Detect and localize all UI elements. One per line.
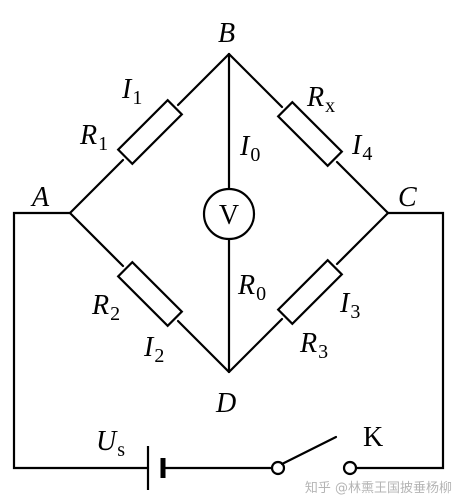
voltmeter-label: V — [219, 200, 239, 231]
node-label-c: C — [398, 182, 417, 213]
label-us: Us — [96, 426, 125, 461]
resistor-r3 — [276, 258, 344, 326]
switch-label-k: K — [363, 422, 383, 453]
label-r2: R2 — [91, 290, 120, 325]
wire-switch-right-loop — [354, 211, 445, 470]
label-i3: I3 — [339, 288, 360, 323]
label-r0: R0 — [237, 270, 266, 305]
wire-r3-d — [227, 317, 284, 374]
label-i4: I4 — [351, 130, 372, 165]
label-i1: I1 — [121, 74, 142, 109]
wire-a-left-loop — [12, 211, 150, 470]
label-i2: I2 — [143, 332, 164, 367]
resistor-r2 — [116, 260, 184, 328]
wire-r1-b — [176, 52, 231, 107]
wire-rx-c — [335, 160, 390, 215]
label-r3: R3 — [299, 328, 328, 363]
node-label-a: A — [30, 182, 50, 213]
node-label-b: B — [218, 18, 235, 49]
wire-c-r3 — [335, 211, 390, 266]
voltmeter-circle — [202, 187, 256, 241]
wire-b-rx — [227, 52, 284, 109]
label-rx: Rx — [306, 82, 335, 117]
label-i0: I0 — [239, 131, 260, 166]
node-label-d: D — [215, 388, 236, 419]
watermark: 知乎 @林熏王国披垂杨柳 — [305, 480, 452, 496]
resistor-rx — [276, 100, 344, 168]
resistor-r1 — [116, 98, 184, 166]
label-r1: R1 — [79, 120, 108, 155]
wire-r2-d — [176, 319, 231, 374]
switch-contact-left — [270, 460, 286, 476]
switch-contact-right — [342, 460, 358, 476]
wire-a-r1 — [68, 158, 125, 215]
wire-a-r2 — [68, 211, 125, 268]
switch-blade — [280, 435, 338, 466]
